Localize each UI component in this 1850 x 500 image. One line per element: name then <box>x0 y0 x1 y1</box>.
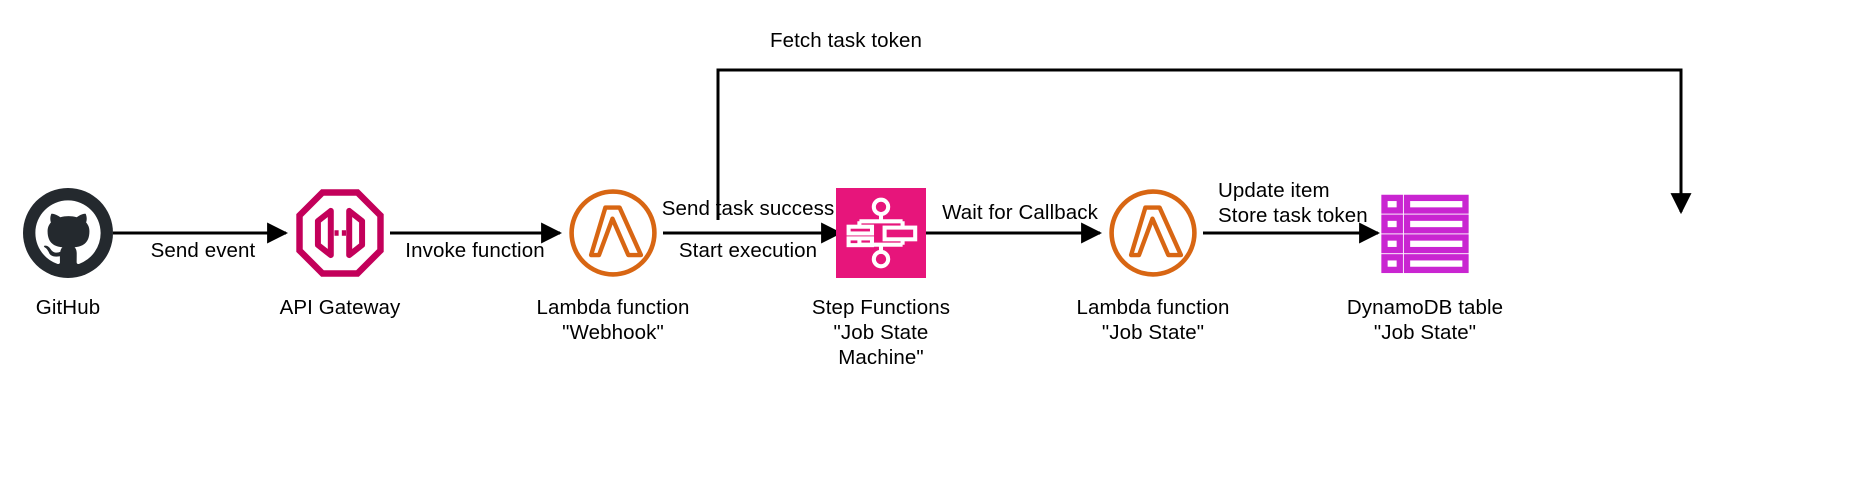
node-label-step-functions: Step Functions "Job State Machine" <box>811 296 951 369</box>
edge-label-fetch-task-token: Fetch task token <box>770 29 923 52</box>
edge-label-wait-for-callback: Wait for Callback <box>942 201 1098 224</box>
edge-label-send-task-success: Send task success <box>661 197 835 220</box>
node-label-lambda-job-state: Lambda function "Job State" <box>1076 296 1230 344</box>
node-dynamodb[interactable]: DynamoDB table "Job State" <box>1335 187 1515 345</box>
github-icon <box>0 187 158 279</box>
node-lambda-webhook[interactable]: Lambda function "Webhook" <box>523 187 703 345</box>
node-step-functions[interactable]: Step Functions "Job State Machine" <box>791 187 971 370</box>
edge-label-invoke-function: Invoke function <box>405 239 545 262</box>
node-label-api-gateway: API Gateway <box>279 296 401 319</box>
dynamodb-icon <box>1335 187 1515 279</box>
node-label-lambda-webhook: Lambda function "Webhook" <box>536 296 690 344</box>
edge-label-send-event: Send event <box>150 239 256 262</box>
edge-label-update-item-store-task-token: Update item Store task token <box>1218 179 1368 227</box>
node-lambda-job-state[interactable]: Lambda function "Job State" <box>1063 187 1243 345</box>
lambda-icon <box>523 187 703 279</box>
node-label-dynamodb: DynamoDB table "Job State" <box>1346 296 1504 344</box>
lambda-icon <box>1063 187 1243 279</box>
api-gateway-icon <box>250 187 430 279</box>
edge-label-start-execution: Start execution <box>678 239 818 262</box>
node-github[interactable]: GitHub <box>0 187 158 320</box>
connector-fetch-task-token <box>716 68 1692 220</box>
node-api-gateway[interactable]: API Gateway <box>250 187 430 320</box>
step-functions-icon <box>791 187 971 279</box>
node-label-github: GitHub <box>35 296 101 319</box>
